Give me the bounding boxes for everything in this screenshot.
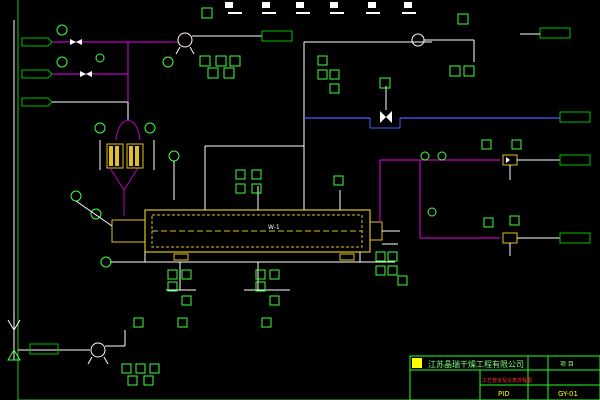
bottom-lines (166, 262, 290, 291)
heater-loop-lower[interactable] (419, 160, 591, 256)
drawing-stage: PID (498, 390, 510, 398)
inlet-stream-2[interactable] (21, 69, 128, 79)
inlet-stream-1[interactable] (21, 37, 170, 47)
pump-instruments (162, 7, 241, 79)
bottom-pump-instruments (121, 363, 160, 386)
heater-instruments (420, 139, 522, 228)
steam-header[interactable] (304, 13, 571, 77)
water-header[interactable] (304, 77, 591, 129)
bottom-instruments (133, 269, 280, 328)
top-legend-row (225, 2, 416, 14)
bottom-pump[interactable] (18, 330, 126, 365)
vent-funnel-icon (7, 319, 21, 331)
bag-filter-right[interactable] (126, 143, 144, 169)
company-name: 江苏晶瑞干燥工程有限公司 (428, 359, 524, 369)
top-pump[interactable] (170, 30, 293, 55)
drawing-number: GY-01 (558, 390, 578, 398)
header-instruments (317, 55, 340, 94)
heater-loop-upper[interactable] (379, 154, 591, 222)
instrument-cluster-top-left (56, 24, 156, 134)
title-block: 江苏晶瑞干燥工程有限公司 项 目 工艺管道及仪表流程图 PID GY-01 (409, 355, 600, 400)
title-header: 项 目 (560, 361, 574, 368)
dryer-top-nozzles (204, 42, 341, 210)
bag-filter-left[interactable] (106, 119, 141, 191)
drain-triangle-icon (7, 349, 21, 361)
drawing-border (17, 0, 600, 400)
dryer-tag: W-1 (268, 224, 280, 231)
inlet-stream-3[interactable] (21, 97, 128, 107)
outlet-instruments (375, 251, 408, 286)
drawing-title: 工艺管道及仪表流程图 (482, 377, 532, 384)
